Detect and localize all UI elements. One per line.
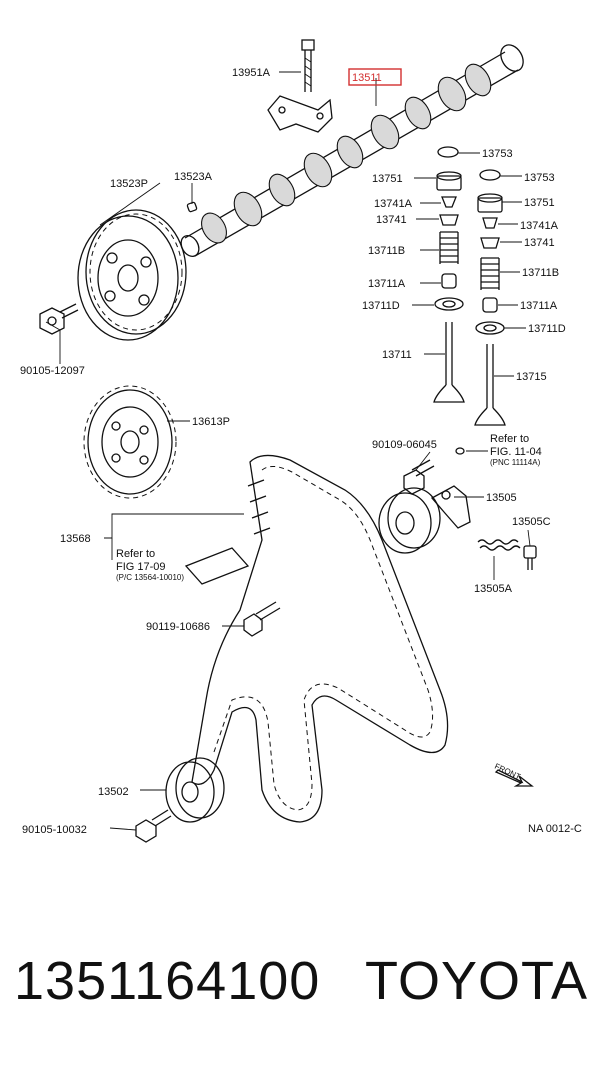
ref1-line1: Refer to	[490, 433, 529, 445]
bolt-90119-10686[interactable]	[243, 601, 281, 637]
label-90105-12097[interactable]: 90105-12097	[20, 365, 85, 377]
label-13751-right[interactable]: 13751	[524, 197, 555, 209]
footer: 1351164100 TOYOTA	[0, 950, 600, 1040]
front-label: FRONT	[493, 762, 522, 782]
label-13711A-left[interactable]: 13711A	[368, 278, 406, 290]
camshaft-pulley[interactable]	[77, 209, 187, 341]
parts-diagram: FRONT 13951A 13511 13753 13751 13753 137…	[20, 39, 582, 843]
label-90105-10032[interactable]: 90105-10032	[22, 824, 87, 836]
label-13741A-right[interactable]: 13741A	[520, 220, 559, 232]
leader-lines	[45, 71, 531, 831]
ref-card-shape	[184, 547, 250, 585]
part-number: 1351164100	[14, 951, 321, 1011]
front-arrow: FRONT	[493, 762, 534, 787]
ref-note-fig-11-04[interactable]: Refer to FIG. 11-04 (PNC 11114A)	[466, 433, 542, 467]
bolt-90105-10032[interactable]	[135, 809, 172, 843]
label-13511[interactable]: 13511	[352, 72, 382, 84]
label-13523A[interactable]: 13523A	[174, 171, 213, 183]
label-13711D-left[interactable]: 13711D	[362, 300, 400, 312]
label-13753-right[interactable]: 13753	[524, 172, 555, 184]
spring-13505A[interactable]	[477, 539, 521, 551]
label-13505C[interactable]: 13505C	[512, 516, 551, 528]
ref-note-fig-17-09[interactable]: Refer to FIG 17-09 (P/C 13564-10010)	[116, 548, 184, 582]
label-13523P[interactable]: 13523P	[110, 178, 148, 190]
ref1-line3: (PNC 11114A)	[490, 458, 541, 467]
ref2-line2[interactable]: FIG 17-09	[116, 561, 166, 573]
label-13753-left[interactable]: 13753	[482, 148, 513, 160]
label-13505[interactable]: 13505	[486, 492, 517, 504]
ref1-line2[interactable]: FIG. 11-04	[490, 446, 542, 458]
label-90119-10686[interactable]: 90119-10686	[146, 621, 210, 633]
idler-pulley[interactable]	[165, 757, 225, 823]
label-13711[interactable]: 13711	[382, 349, 412, 361]
label-13741-left[interactable]: 13741	[376, 214, 407, 226]
bearing-cap[interactable]	[267, 95, 333, 133]
brand-name: TOYOTA	[364, 951, 588, 1011]
crank-pulley[interactable]	[83, 385, 177, 499]
ref2-line1: Refer to	[116, 548, 155, 560]
selected-part-highlight	[348, 68, 402, 86]
label-13711A-right[interactable]: 13711A	[520, 300, 558, 312]
stud-13505C[interactable]	[523, 545, 537, 570]
label-13951A[interactable]: 13951A	[232, 67, 271, 79]
part-labels: 13951A 13511 13753 13751 13753 13741A 13…	[20, 67, 582, 836]
label-13502[interactable]: 13502	[98, 786, 129, 798]
valve-stack-left[interactable]	[433, 146, 465, 403]
label-13711B-right[interactable]: 13711B	[522, 267, 559, 279]
tensioner-pulley[interactable]	[378, 485, 471, 554]
label-13741A-left[interactable]: 13741A	[374, 198, 413, 210]
label-13613P[interactable]: 13613P	[192, 416, 230, 428]
bolt-13951A[interactable]	[301, 39, 315, 92]
label-13751-left[interactable]: 13751	[372, 173, 403, 185]
camshaft[interactable]	[178, 41, 528, 260]
ref2-line3: (P/C 13564-10010)	[116, 573, 184, 582]
valve-stack-right[interactable]	[474, 169, 506, 426]
label-13711B-left[interactable]: 13711B	[368, 245, 405, 257]
label-13741-right[interactable]: 13741	[524, 237, 555, 249]
pin-13523A[interactable]	[186, 201, 198, 213]
label-90109-06045[interactable]: 90109-06045	[372, 439, 437, 451]
label-13568[interactable]: 13568	[60, 533, 91, 545]
label-13715[interactable]: 13715	[516, 371, 547, 383]
label-13711D-right[interactable]: 13711D	[528, 323, 566, 335]
timing-belt[interactable]	[191, 454, 449, 823]
label-13505A[interactable]: 13505A	[474, 583, 513, 595]
drawing-code: NA 0012-C	[528, 823, 582, 835]
